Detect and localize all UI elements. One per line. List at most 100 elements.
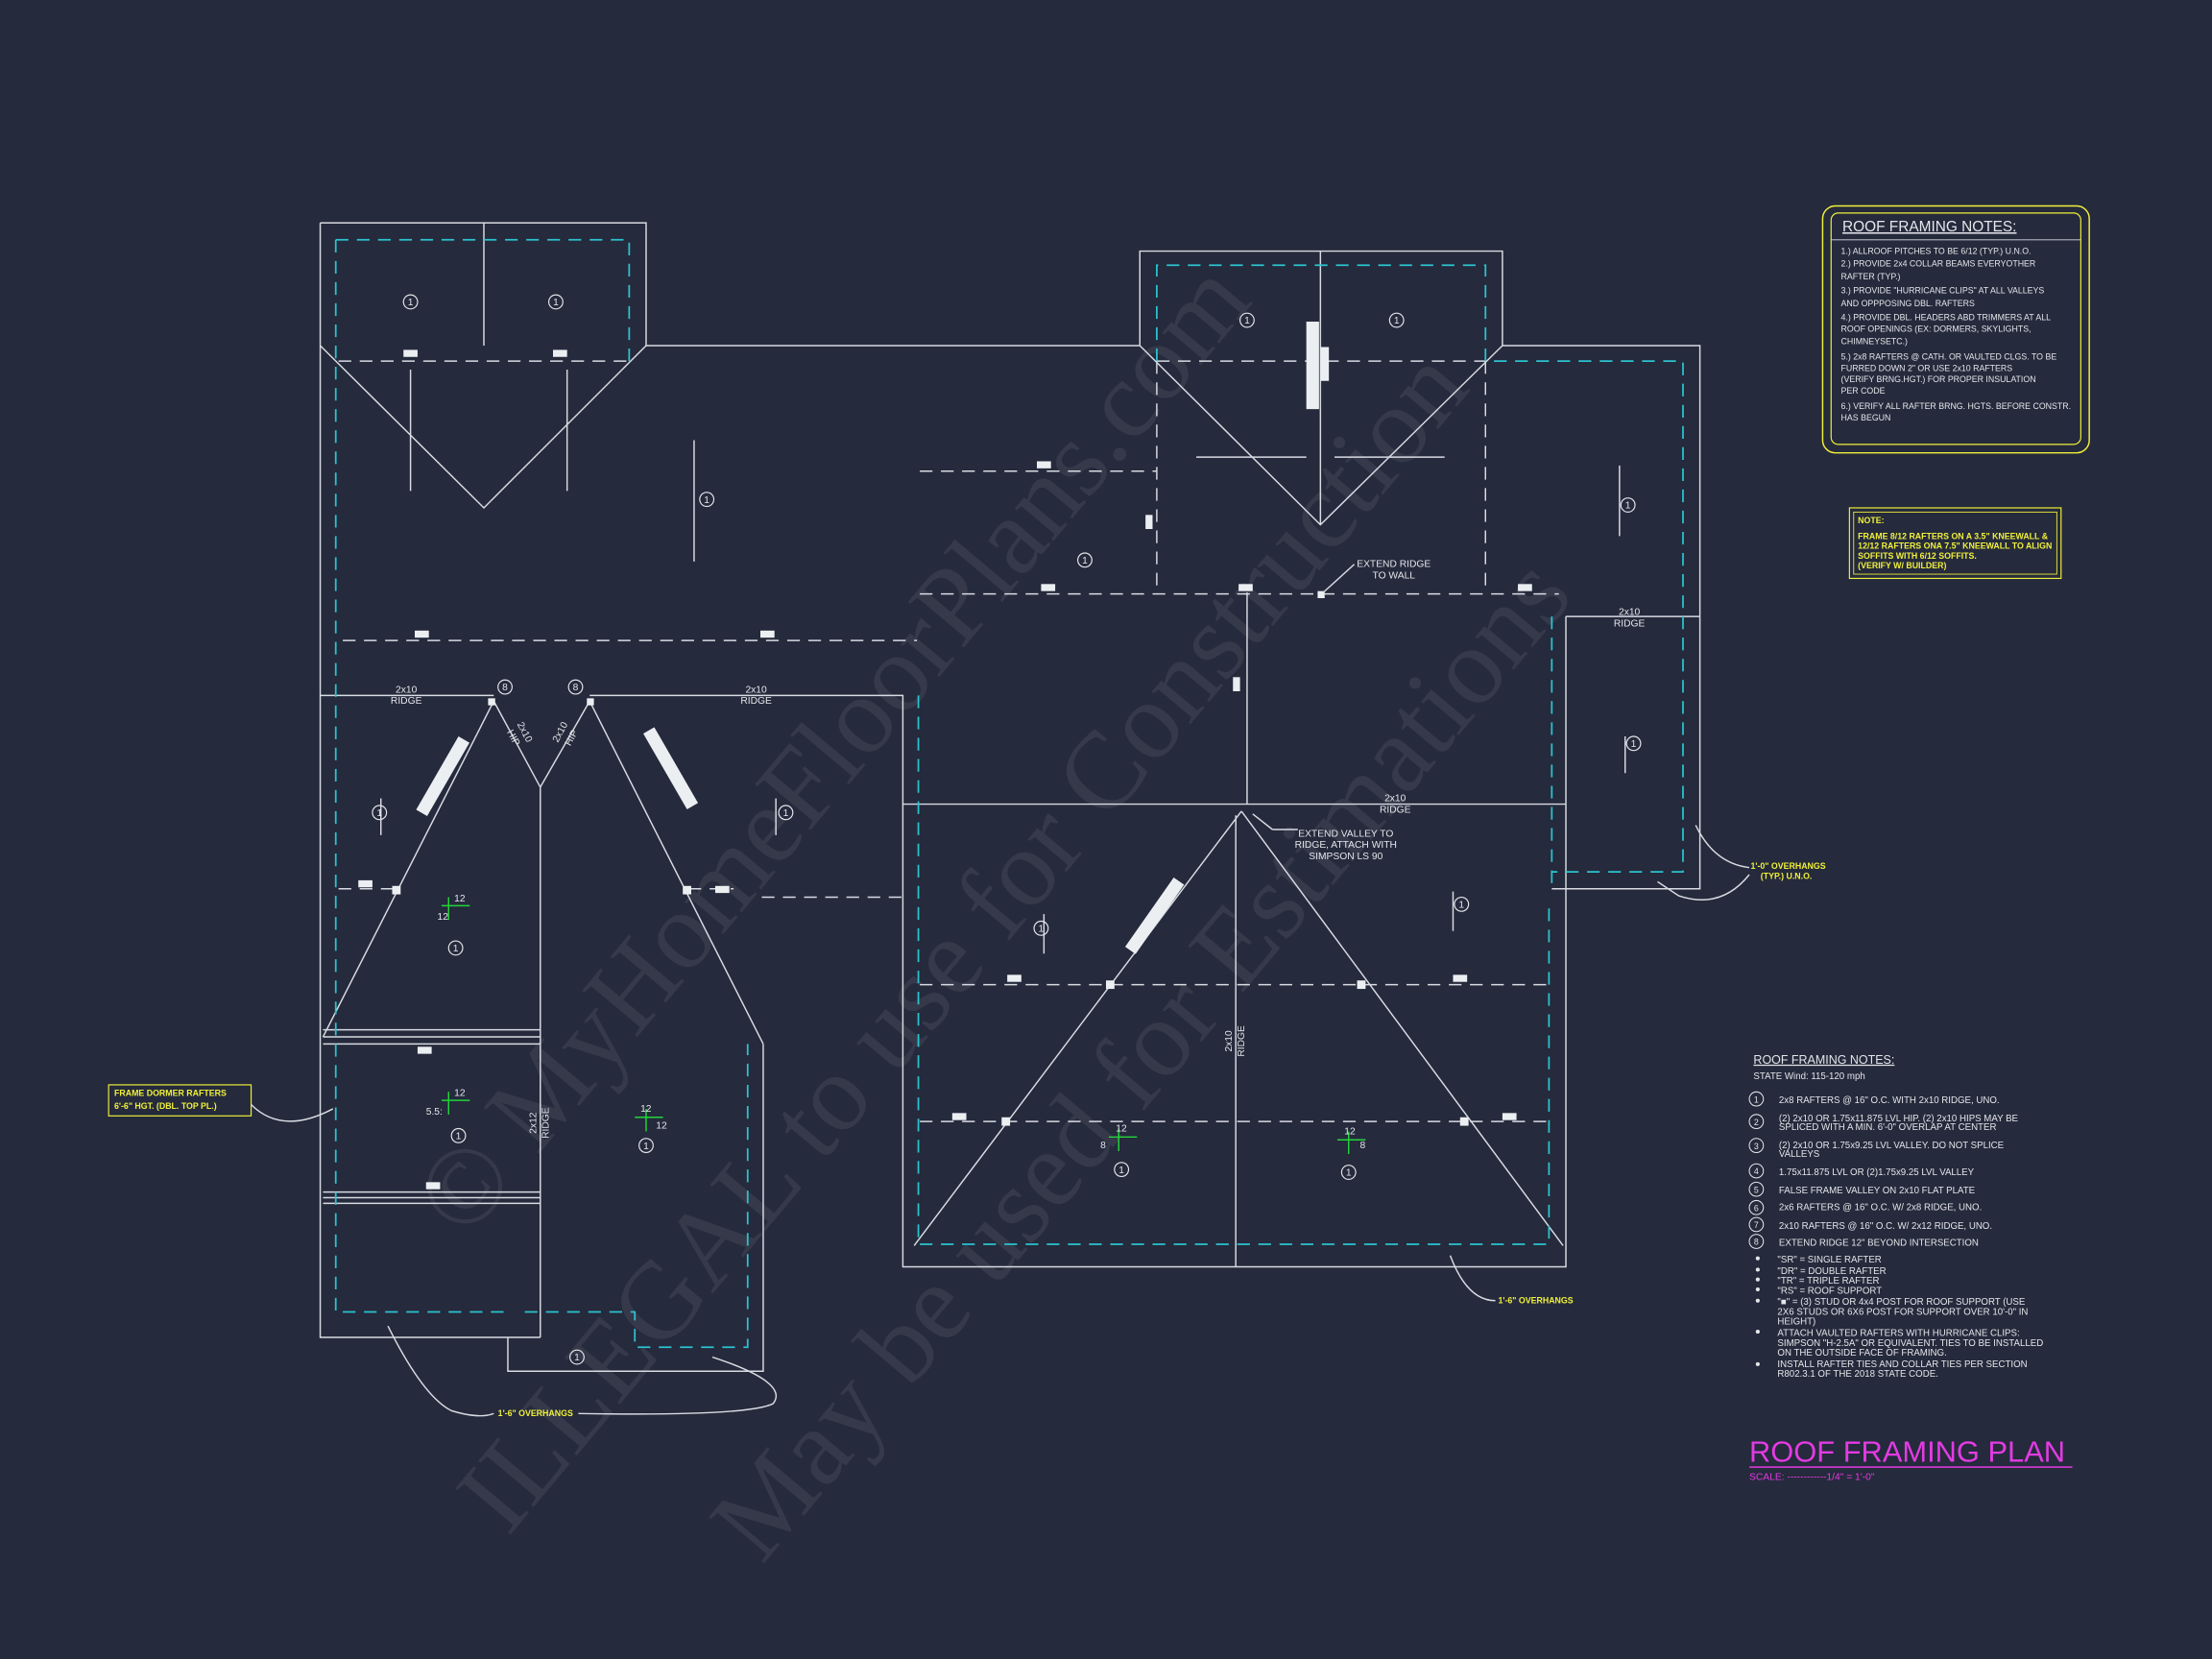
note-line: 1.) ALLROOF PITCHES TO BE 6/12 (TYP.) U.… <box>1841 246 2032 255</box>
pitch-label: 12 <box>454 894 466 904</box>
ridge-size: 2x12 <box>528 1112 539 1134</box>
extend-valley-note: RIDGE, ATTACH WITH <box>1295 840 1397 851</box>
marker: 8 <box>502 683 508 693</box>
marker: 1 <box>1118 1166 1124 1176</box>
ridge-label: RIDGE <box>740 696 772 707</box>
note-line: 5.) 2x8 RAFTERS @ CATH. OR VAULTED CLGS.… <box>1841 352 2057 362</box>
note-line: 12/12 RAFTERS ONA 7.5" KNEEWALL TO ALIGN <box>1858 541 2052 551</box>
pitch-label: 8 <box>1100 1141 1106 1151</box>
pitch-label: 12 <box>454 1089 466 1099</box>
note-line: (VERIFY BRNG.HGT.) FOR PROPER INSULATION <box>1841 374 2036 384</box>
marker: 1 <box>1394 316 1400 326</box>
pitch-symbols: 12 12 12 5.5: 12 12 12 8 12 8 <box>426 894 1365 1154</box>
ridge-label: RIDGE <box>391 696 422 707</box>
marker: 1 <box>1631 739 1637 750</box>
extend-ridge-note: EXTEND RIDGE <box>1357 560 1431 570</box>
note-line: CHIMNEYSETC.) <box>1841 337 1908 347</box>
ridge-size: 2x10 <box>1619 608 1641 618</box>
pitch-label: 12 <box>438 912 449 923</box>
extend-valley-note: EXTEND VALLEY TO <box>1298 829 1393 839</box>
note-line: PER CODE <box>1841 386 1886 396</box>
marker: 1 <box>704 495 709 506</box>
legend-bullet: "SR" = SINGLE RAFTER <box>1777 1255 1881 1265</box>
roof-outline <box>319 222 1701 1372</box>
marker: 1 <box>643 1142 649 1152</box>
note-line: AND OPPPOSING DBL. RAFTERS <box>1841 299 1975 308</box>
legend-bullet: R802.3.1 OF THE 2018 STATE CODE. <box>1777 1369 1937 1380</box>
legend-bullet: HEIGHT) <box>1777 1317 1815 1328</box>
note-line: 6.) VERIFY ALL RAFTER BRNG. HGTS. BEFORE… <box>1841 401 2072 411</box>
note-line: 2.) PROVIDE 2x4 COLLAR BEAMS EVERYOTHER <box>1841 259 2036 269</box>
pitch-label: 5.5: <box>426 1107 443 1118</box>
legend-num: 6 <box>1754 1203 1759 1213</box>
support-blocks <box>358 322 1532 1190</box>
legend-bullet: INSTALL RAFTER TIES AND COLLAR TIES PER … <box>1777 1359 2027 1370</box>
legend-bullet: ON THE OUTSIDE FACE OF FRAMING. <box>1777 1348 1946 1358</box>
marker: 8 <box>573 683 579 693</box>
marker: 1 <box>1458 901 1464 911</box>
legend-item: FALSE FRAME VALLEY ON 2x10 FLAT PLATE <box>1779 1186 1976 1196</box>
legend-num: 8 <box>1754 1238 1759 1247</box>
legend-bullet: ATTACH VAULTED RAFTERS WITH HURRICANE CL… <box>1777 1329 2019 1339</box>
legend-item: 2x6 RAFTERS @ 16" O.C. W/ 2x8 RIDGE, UNO… <box>1779 1203 1982 1214</box>
overhang-lines <box>334 238 1684 1349</box>
legend-item: 1.75x11.875 LVL OR (2)1.75x9.25 LVL VALL… <box>1779 1167 1975 1178</box>
marker: 1 <box>1082 556 1088 566</box>
pitch-label: 8 <box>1359 1141 1365 1151</box>
legend-bullet: SIMPSON "H-2.5A" OR EQUIVALENT. TIES TO … <box>1777 1338 2043 1349</box>
pitch-label: 12 <box>1344 1126 1356 1137</box>
marker: 1 <box>376 808 382 819</box>
note-line: FURRED DOWN 2" OR USE 2x10 RAFTERS <box>1841 363 2013 373</box>
marker: 1 <box>1244 316 1250 326</box>
marker: 1 <box>1625 501 1631 512</box>
ridge-size: 2x10 <box>1224 1030 1235 1052</box>
rafter-markers: 1 1 1 1 1 1 1 1 1 1 1 1 1 1 1 1 1 1 8 8 <box>372 294 1642 1365</box>
legend-item: 2x8 RAFTERS @ 16" O.C. WITH 2x10 RIDGE, … <box>1779 1095 2000 1106</box>
note-line: HAS BEGUN <box>1841 413 1891 422</box>
overhang-note: 1'-6" OVERHANGS <box>498 1408 573 1418</box>
legend-num: 4 <box>1754 1166 1759 1176</box>
legend-item: VALLEYS <box>1779 1149 1820 1160</box>
legend-bullet: "DR" = DOUBLE RAFTER <box>1777 1266 1886 1277</box>
note-line: 3.) PROVIDE "HURRICANE CLIPS" AT ALL VAL… <box>1841 286 2045 296</box>
marker: 1 <box>408 298 414 308</box>
dormer-note: 6'-6" HGT. (DBL. TOP PL.) <box>114 1101 217 1111</box>
note-line: RAFTER (TYP.) <box>1841 272 1901 281</box>
rafter-lines <box>338 360 1626 1122</box>
marker: 1 <box>574 1353 580 1363</box>
overhang-note: 1'-0" OVERHANGS <box>1751 861 1826 871</box>
drawing-title: ROOF FRAMING PLAN <box>1749 1434 2065 1468</box>
pitch-label: 12 <box>1116 1123 1127 1134</box>
legend-num: 2 <box>1754 1118 1759 1127</box>
ridge-label: RIDGE <box>1237 1025 1247 1057</box>
note-line: ROOF OPENINGS (EX: DORMERS, SKYLIGHTS, <box>1841 324 2032 333</box>
marker: 1 <box>1039 925 1045 935</box>
legend-item: (2) 2x10 OR 1.75x11.875 LVL HIP. (2) 2x1… <box>1779 1114 2019 1124</box>
ridge-size: 2x10 <box>396 685 418 695</box>
legend-item: SPLICED WITH A MIN. 6'-0" OVERLAP AT CEN… <box>1779 1122 1997 1133</box>
legend-bullet: "TR" = TRIPLE RAFTER <box>1777 1276 1879 1286</box>
notes-lines: 1.) ALLROOF PITCHES TO BE 6/12 (TYP.) U.… <box>1841 246 2072 421</box>
note-line: 4.) PROVIDE DBL. HEADERS ABD TRIMMERS AT… <box>1841 313 2052 323</box>
legend-bullet: "RS" = ROOF SUPPORT <box>1777 1286 1882 1296</box>
marker: 1 <box>1346 1168 1352 1179</box>
ridge-label: RIDGE <box>1614 618 1646 629</box>
roof-framing-legend: ROOF FRAMING NOTES: STATE Wind: 115-120 … <box>1748 1053 2043 1380</box>
marker: 1 <box>783 808 789 819</box>
ridge-size: 2x10 <box>1384 794 1407 805</box>
pitch-label: 12 <box>656 1121 667 1132</box>
drawing-scale: SCALE: ------------1/4" = 1'-0" <box>1749 1472 1875 1482</box>
legend-num: 7 <box>1754 1220 1759 1230</box>
legend-heading: ROOF FRAMING NOTES: <box>1753 1053 1894 1067</box>
marker: 1 <box>553 298 559 308</box>
legend-bullet: 2X6 STUDS OR 6X6 POST FOR SUPPORT OVER 1… <box>1777 1307 2028 1317</box>
ridge-label: RIDGE <box>541 1107 552 1139</box>
note-heading: NOTE: <box>1858 516 1884 525</box>
legend-item: 2x10 RAFTERS @ 16" O.C. W/ 2x12 RIDGE, U… <box>1779 1221 1992 1232</box>
pitch-label: 12 <box>640 1104 652 1115</box>
legend-num: 3 <box>1754 1142 1759 1151</box>
legend-item: EXTEND RIDGE 12" BEYOND INTERSECTION <box>1779 1238 1979 1248</box>
extend-valley-note: SIMPSON LS 90 <box>1309 852 1382 862</box>
